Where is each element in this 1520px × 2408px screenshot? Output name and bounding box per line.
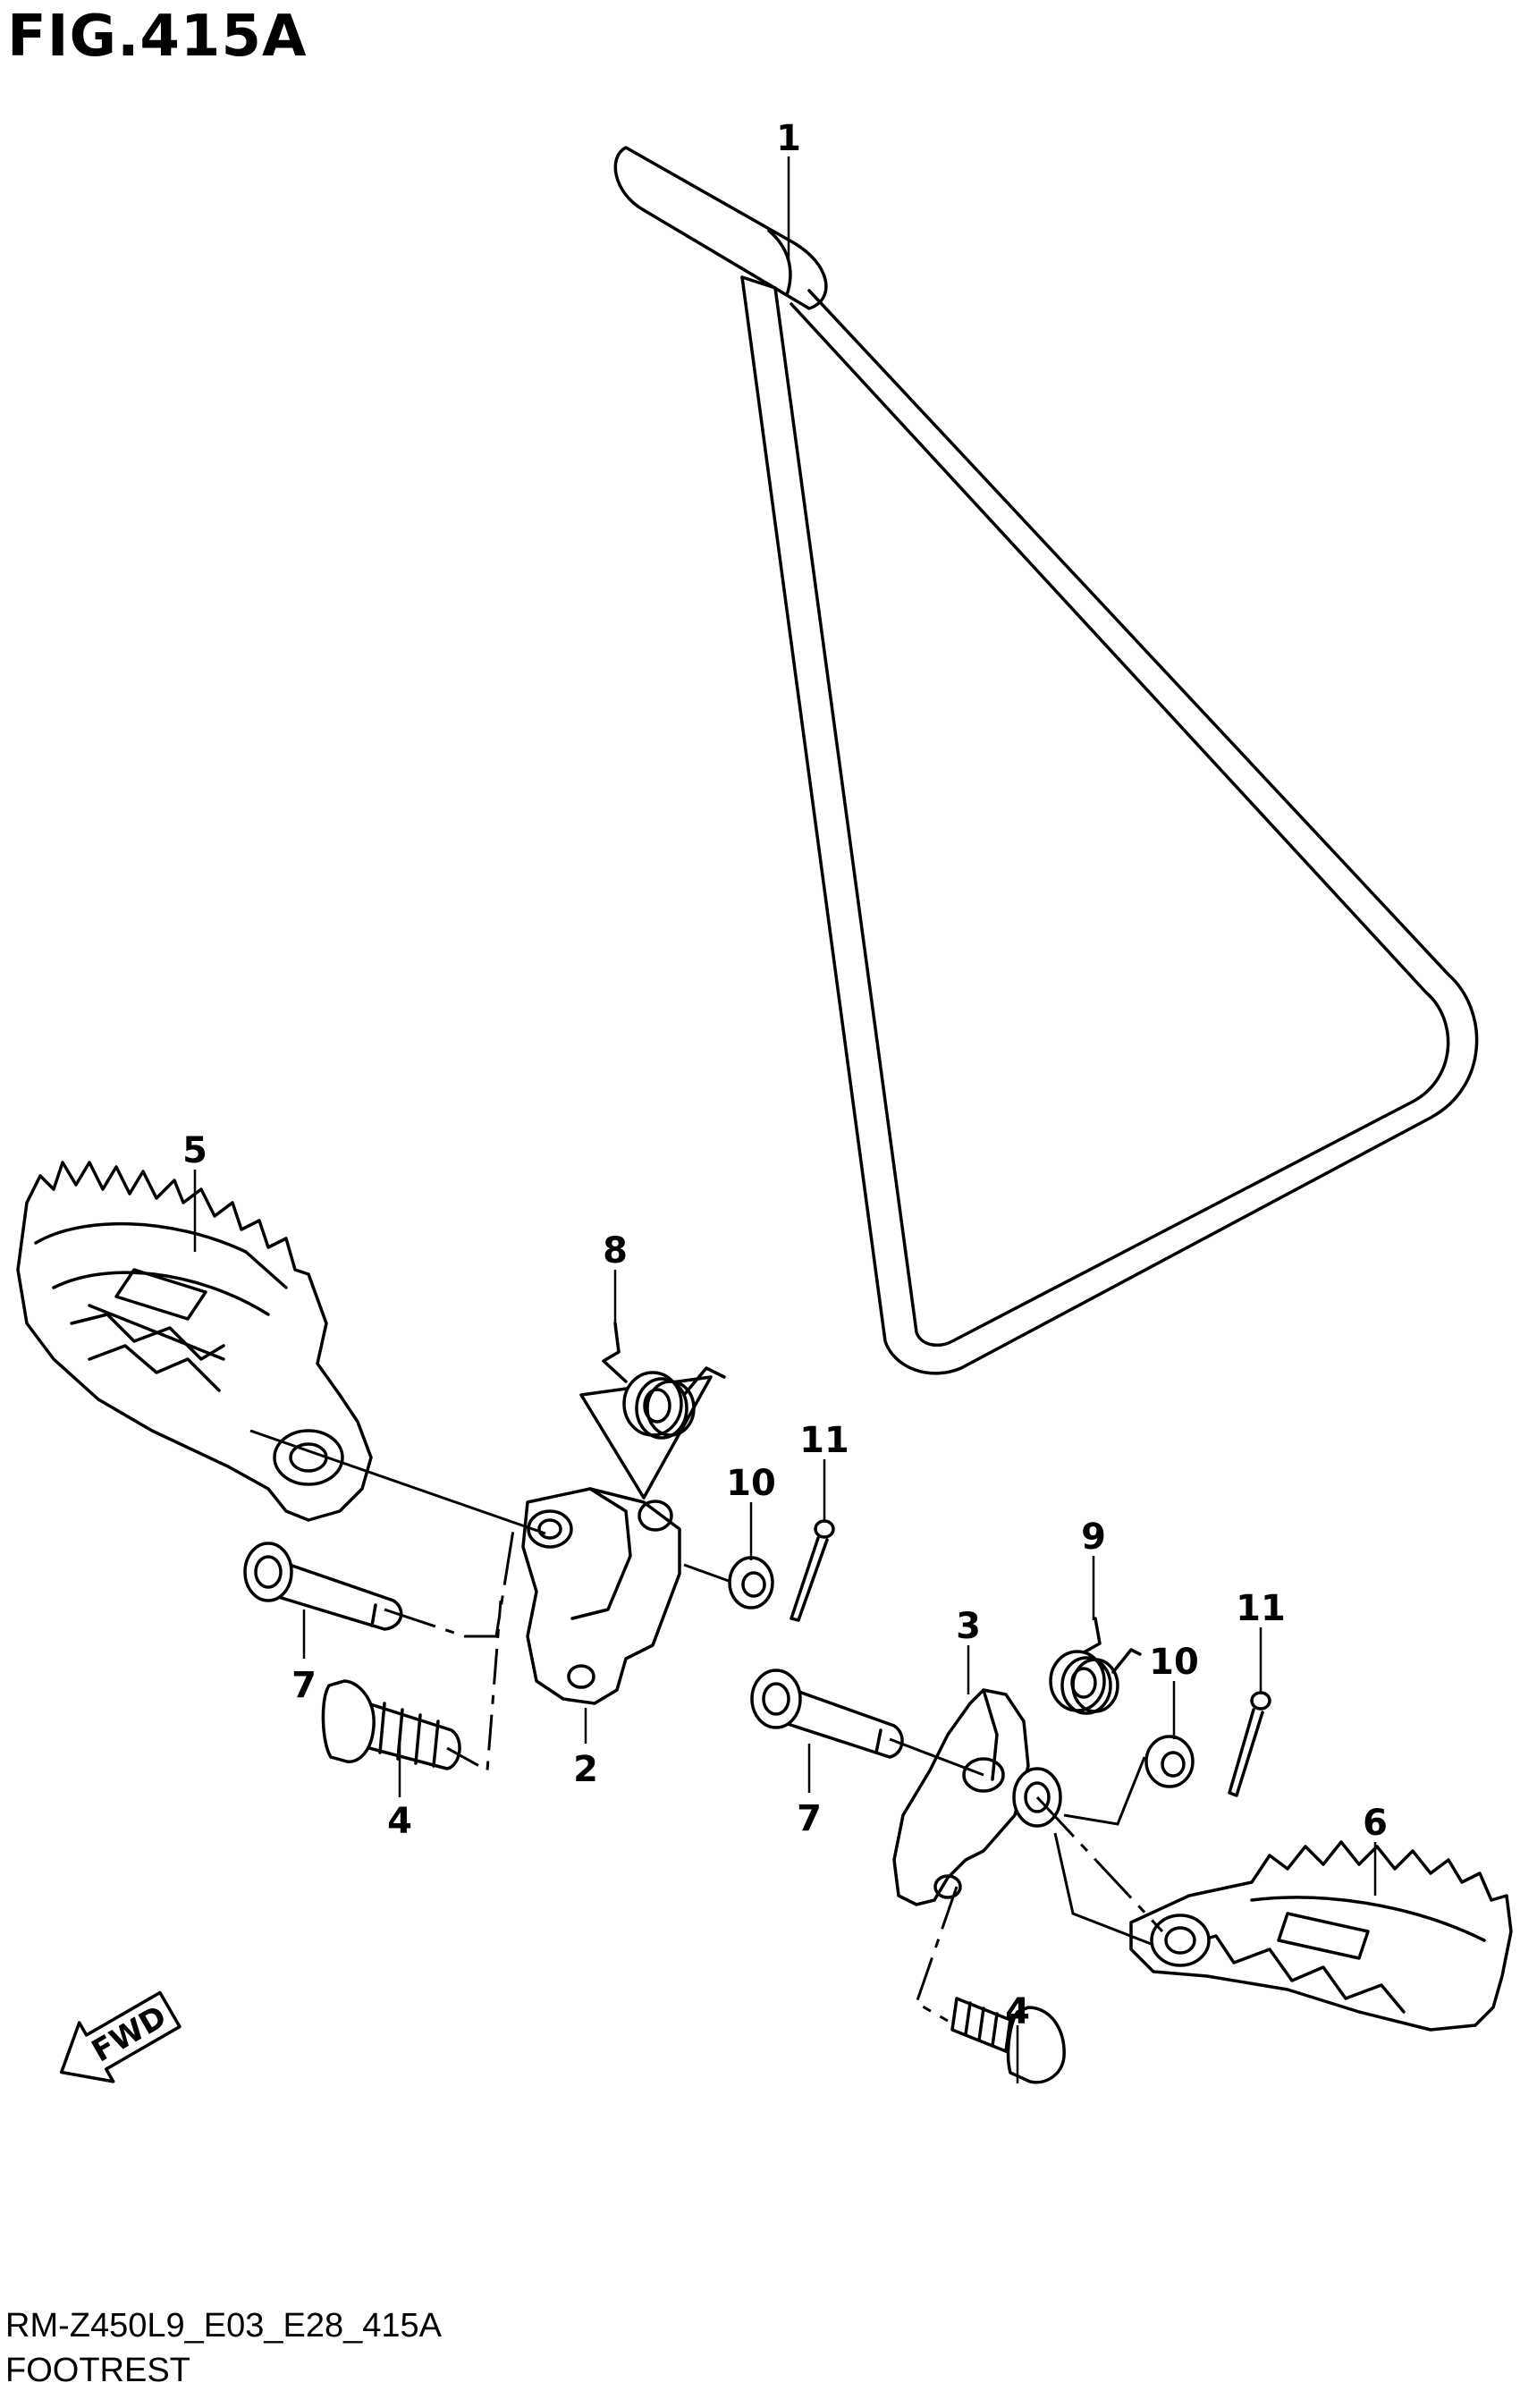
assembly-line-peg-left	[249, 1429, 546, 1535]
pin-part-7-left	[243, 1542, 403, 1631]
washer-part-10-left	[728, 1556, 774, 1610]
callout-2: 2	[573, 1749, 598, 1790]
cotter-pin-part-11-right	[1228, 1691, 1271, 1797]
assembly-line-washer-right	[1063, 1756, 1146, 1826]
figure-code: RM-Z450L9_E03_E28_415A	[5, 2307, 443, 2345]
callout-4: 4	[1005, 1991, 1030, 2032]
bracket-part-2	[521, 1487, 681, 1705]
foot-peg-part-6	[1129, 1840, 1513, 2032]
bolt-part-4-right	[950, 1997, 1066, 2084]
assembly-line-pin-left	[384, 1524, 516, 1638]
assembly-line-pin-right	[889, 1737, 984, 1777]
foot-peg-part-5	[16, 1161, 373, 1522]
assembly-line-peg-right-2	[1053, 1832, 1154, 1947]
callout-8: 8	[603, 1230, 628, 1272]
callout-10: 10	[726, 1463, 776, 1504]
figure-title: FIG.415A	[7, 4, 308, 70]
bolt-part-4-left	[321, 1679, 461, 1770]
callout-7: 7	[797, 1798, 822, 1839]
callout-11: 11	[1236, 1588, 1286, 1629]
assembly-line-bolt-right	[915, 1886, 958, 2023]
bracket-part-3	[892, 1688, 1062, 1906]
callout-7: 7	[291, 1665, 317, 1706]
callout-11: 11	[799, 1420, 849, 1461]
callout-4: 4	[387, 1801, 412, 1842]
fwd-arrow: FWD	[59, 1990, 182, 2083]
washer-part-10-right	[1144, 1735, 1195, 1788]
callout-9: 9	[1081, 1517, 1106, 1558]
assembly-line-peg-right	[1035, 1795, 1164, 1933]
callout-6: 6	[1363, 1803, 1388, 1844]
spring-part-9	[1049, 1617, 1142, 1715]
pin-part-7-right	[750, 1669, 904, 1759]
cotter-pin-part-11-left	[790, 1519, 835, 1622]
callout-5: 5	[182, 1130, 207, 1171]
spring-part-8	[579, 1322, 726, 1500]
assembly-line-washer-left	[683, 1563, 730, 1583]
stand-part-1	[613, 146, 1479, 1375]
figure-name: FOOTREST	[5, 2352, 190, 2389]
callout-3: 3	[956, 1606, 981, 1647]
callout-10: 10	[1149, 1642, 1199, 1683]
assembly-line-bolt-left	[446, 1600, 502, 1773]
callout-1: 1	[776, 118, 801, 159]
